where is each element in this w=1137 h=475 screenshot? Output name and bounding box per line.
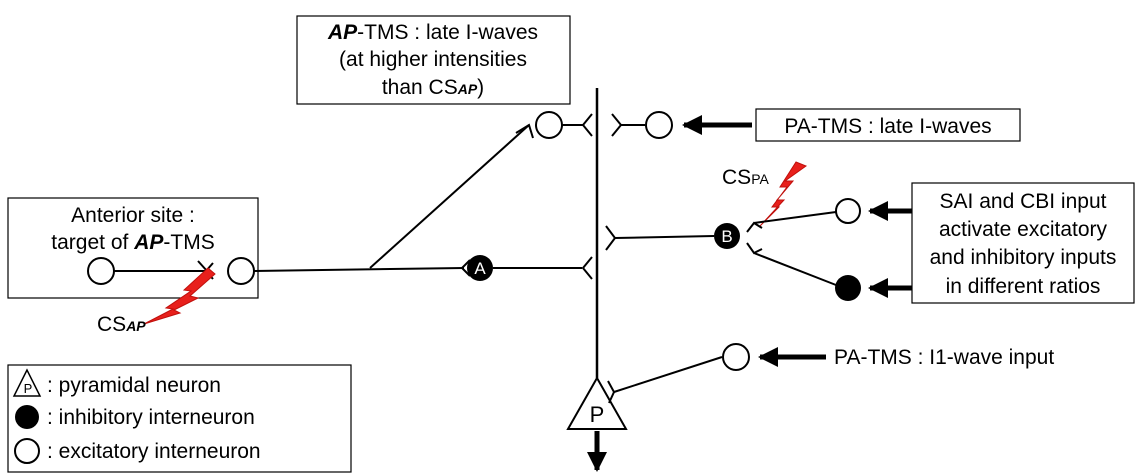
sai-line2: activate excitatory [939,218,1108,241]
excitatory-interneuron-sai [835,198,861,224]
lightning-cs-pa [759,161,808,227]
legend-pyramidal-icon [12,368,42,397]
sai-line1: SAI and CBI input [940,190,1107,213]
inhibitory-interneuron-a [467,255,493,281]
pa-late-label: PA-TMS : late I-waves [784,115,991,138]
ap-tms-box-line3: than CSAP) [382,76,484,99]
sai-cbi-box [911,182,1135,304]
pa-late-box [755,108,1021,142]
sai-line4: in different ratios [946,275,1101,298]
ap-tms-box-line2: (at higher intensities [339,48,527,71]
cs-ap-label: CSAP [97,313,146,336]
cs-pa-label: CSPA [722,166,769,189]
synapse-top-axon-left [581,113,593,137]
synapse-b-lower [746,242,763,255]
anterior-line2: target of AP-TMS [51,231,214,254]
sai-line3: and inhibitory inputs [930,246,1117,269]
legend-inhibitory-icon [15,405,39,429]
synapse-a-left [460,259,471,277]
anterior-site-box [7,197,259,299]
synapse-top-axon-right [611,113,623,137]
lightning-cs-ap [143,267,216,325]
inhibitory-interneuron-sai [835,275,861,301]
excitatory-interneuron-top-left [535,111,563,139]
node-a-label: A [474,259,486,278]
anterior-line1: Anterior site : [71,204,195,227]
ap-tms-box-line1: AP-TMS : late I-waves [327,21,538,44]
legend-box [7,364,352,473]
synapse-b-axon [605,225,617,251]
excitatory-interneuron-anterior-right [227,257,255,285]
legend-pyramidal-symbol: P [24,381,33,396]
pyramidal-label: P [590,402,605,427]
pa-i1-label: PA-TMS : I1-wave input [834,346,1054,369]
pyramidal-neuron [566,375,628,430]
ap-tms-box [296,15,571,105]
inhibitory-interneuron-b [714,223,740,249]
synapse-b-upper [746,221,763,233]
excitatory-interneuron-top-right [645,111,673,139]
synapse-top-left [515,123,534,139]
node-b-label: B [721,227,732,246]
synapse-a-axon [581,256,593,280]
legend-pyramidal-text: : pyramidal neuron [47,374,221,397]
excitatory-interneuron-i1 [722,343,750,371]
diagonal-axon-upper [369,124,530,269]
horizontal-axon-a [253,267,465,272]
legend-inhibitory-text: : inhibitory interneuron [47,406,255,429]
excitatory-interneuron-anterior-left [87,257,115,285]
synapse-i1 [607,380,616,404]
legend-excitatory-text: : excitatory interneuron [47,440,261,463]
legend-excitatory-icon [14,438,40,464]
